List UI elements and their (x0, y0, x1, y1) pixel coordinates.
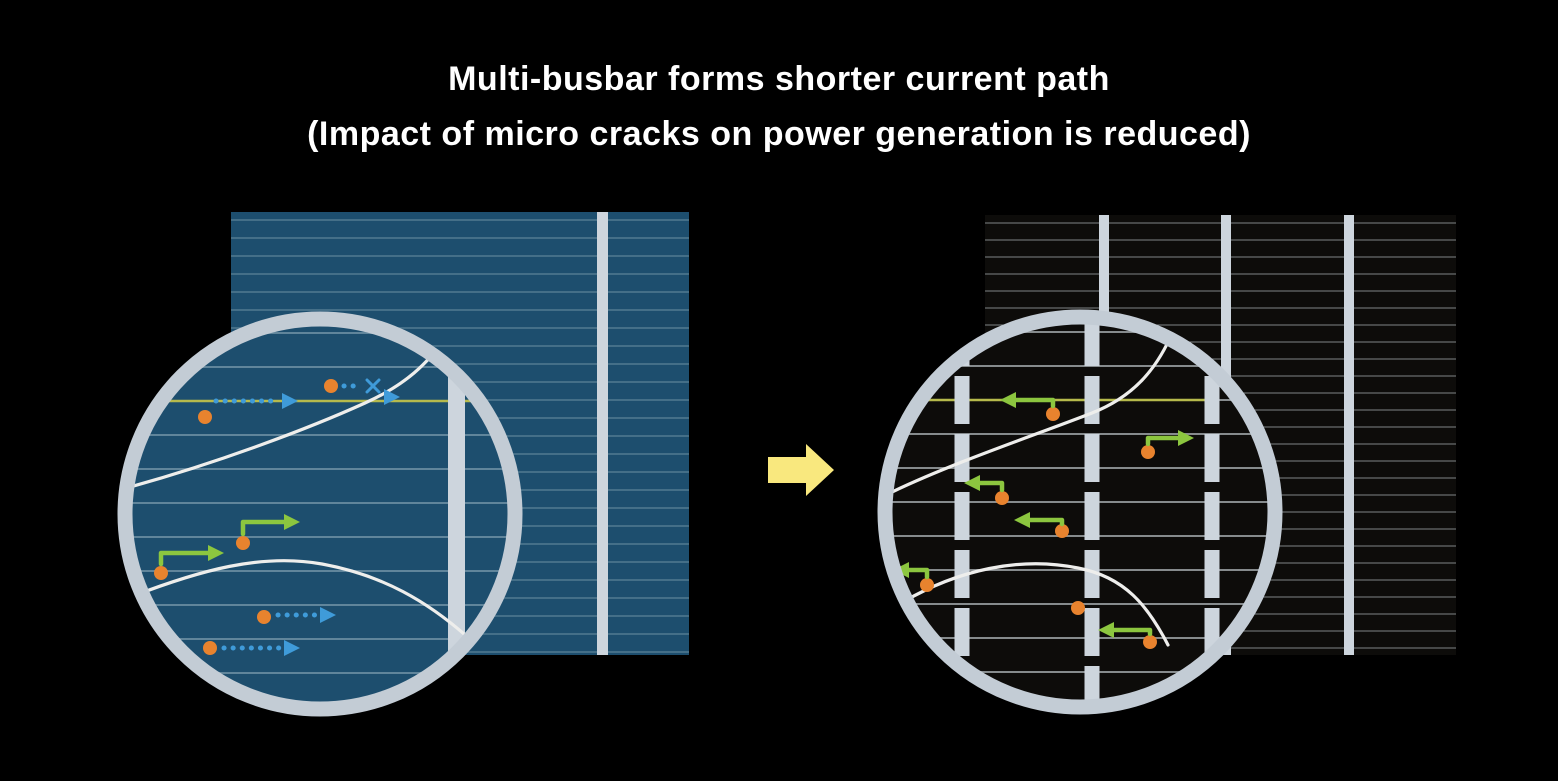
short-path-arrow (1000, 392, 1060, 421)
electron-dot (324, 379, 338, 393)
left-magnifier-ring (117, 311, 523, 717)
left-magnifier-finger-grid (132, 326, 508, 702)
electron-dot (1055, 524, 1069, 538)
electron-dot (236, 536, 250, 550)
short-path-arrow (1098, 622, 1157, 649)
transition-arrow-icon (768, 444, 834, 496)
crack-line (892, 336, 1172, 494)
electron-dot (1046, 407, 1060, 421)
diagram-title: Multi-busbar forms shorter current path … (0, 52, 1558, 162)
short-path-arrow (154, 545, 224, 580)
long-path-dotted-arrow (221, 640, 300, 656)
electron-dot (995, 491, 1009, 505)
electron-dot (154, 566, 168, 580)
electron-dot (1143, 635, 1157, 649)
left-cell-busbar (597, 212, 608, 655)
title-line-1: Multi-busbar forms shorter current path (448, 60, 1110, 98)
crack-line (132, 559, 474, 643)
title-line-2: (Impact of micro cracks on power generat… (307, 115, 1251, 154)
short-path-arrow (1014, 512, 1069, 538)
crack-line (901, 562, 1170, 647)
right-magnifier (877, 309, 1283, 715)
long-path-dotted-arrow (213, 393, 298, 409)
electron-dot (198, 410, 212, 424)
short-path-arrow (964, 475, 1009, 505)
electron-dot (920, 578, 934, 592)
short-path-arrow (236, 514, 300, 550)
short-path-arrow (1141, 430, 1194, 459)
electron-dot (203, 641, 217, 655)
left-magnifier (117, 311, 523, 717)
right-magnifier-ring (877, 309, 1283, 715)
electron-dot (257, 610, 271, 624)
right-cell-busbar (1344, 215, 1354, 655)
long-path-dotted-arrow (275, 607, 336, 623)
crack-line (132, 332, 450, 489)
blocked-path-arrow (341, 378, 400, 405)
electron-dot (1071, 601, 1085, 615)
electron-dot (1141, 445, 1155, 459)
left-magnified-busbar (448, 326, 465, 702)
